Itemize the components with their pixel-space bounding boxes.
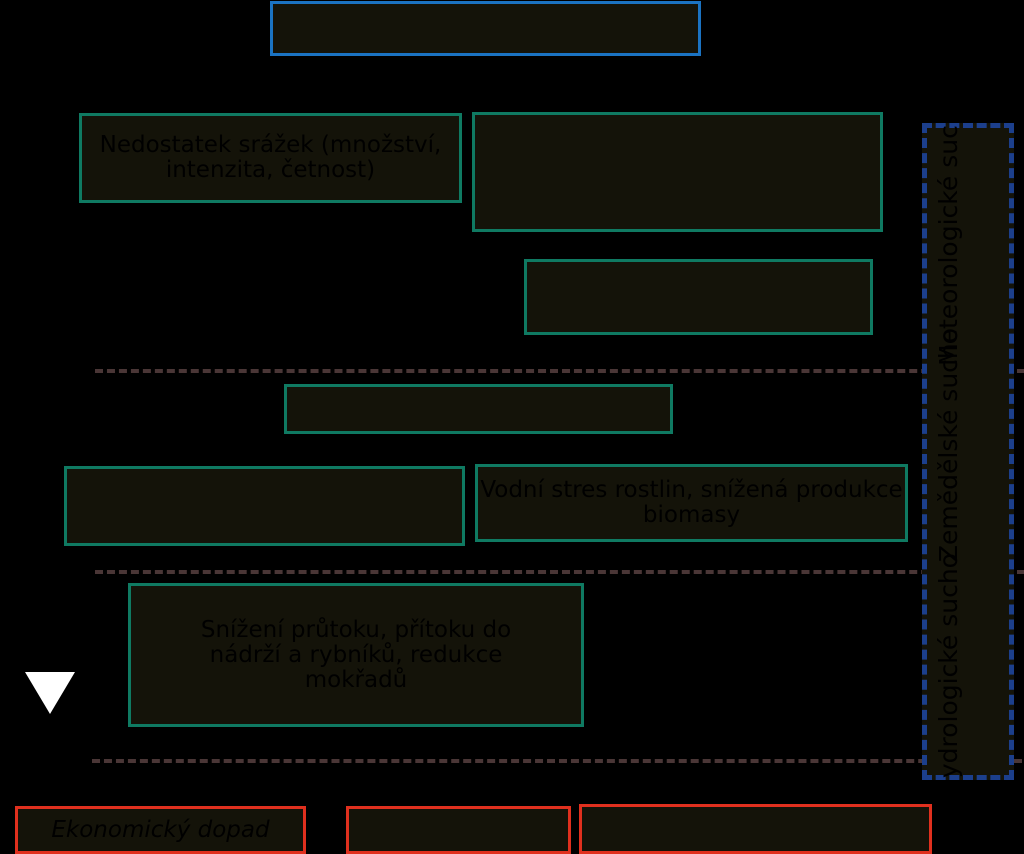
hydrological-reduction-box: Snížení průtoku, přítoku do nádrží a ryb…	[128, 583, 584, 727]
section-divider-agri-hydro	[95, 570, 1024, 574]
plant-stress-box: Vodní stres rostlin, snížená produkce bi…	[475, 464, 908, 542]
process-box-right-middle	[524, 259, 873, 335]
section-divider-meteo-agri	[95, 369, 1024, 373]
process-box-right-top	[472, 112, 883, 232]
title-box	[270, 1, 701, 56]
section-divider-hydro-impacts	[92, 759, 1022, 763]
precipitation-deficit-box: Nedostatek srážek (množství, intenzita, …	[79, 113, 462, 203]
hydrological-drought-label: Hydrologické sucho	[934, 553, 963, 797]
process-box-agri-left	[64, 466, 465, 546]
process-box-agri-center	[284, 384, 673, 434]
drought-types-sidebar	[922, 123, 1014, 780]
impact-box-right	[579, 804, 932, 854]
economic-impact-box: Ekonomický dopad	[15, 806, 306, 854]
down-triangle-icon	[25, 672, 75, 714]
impact-box-middle	[346, 806, 571, 854]
